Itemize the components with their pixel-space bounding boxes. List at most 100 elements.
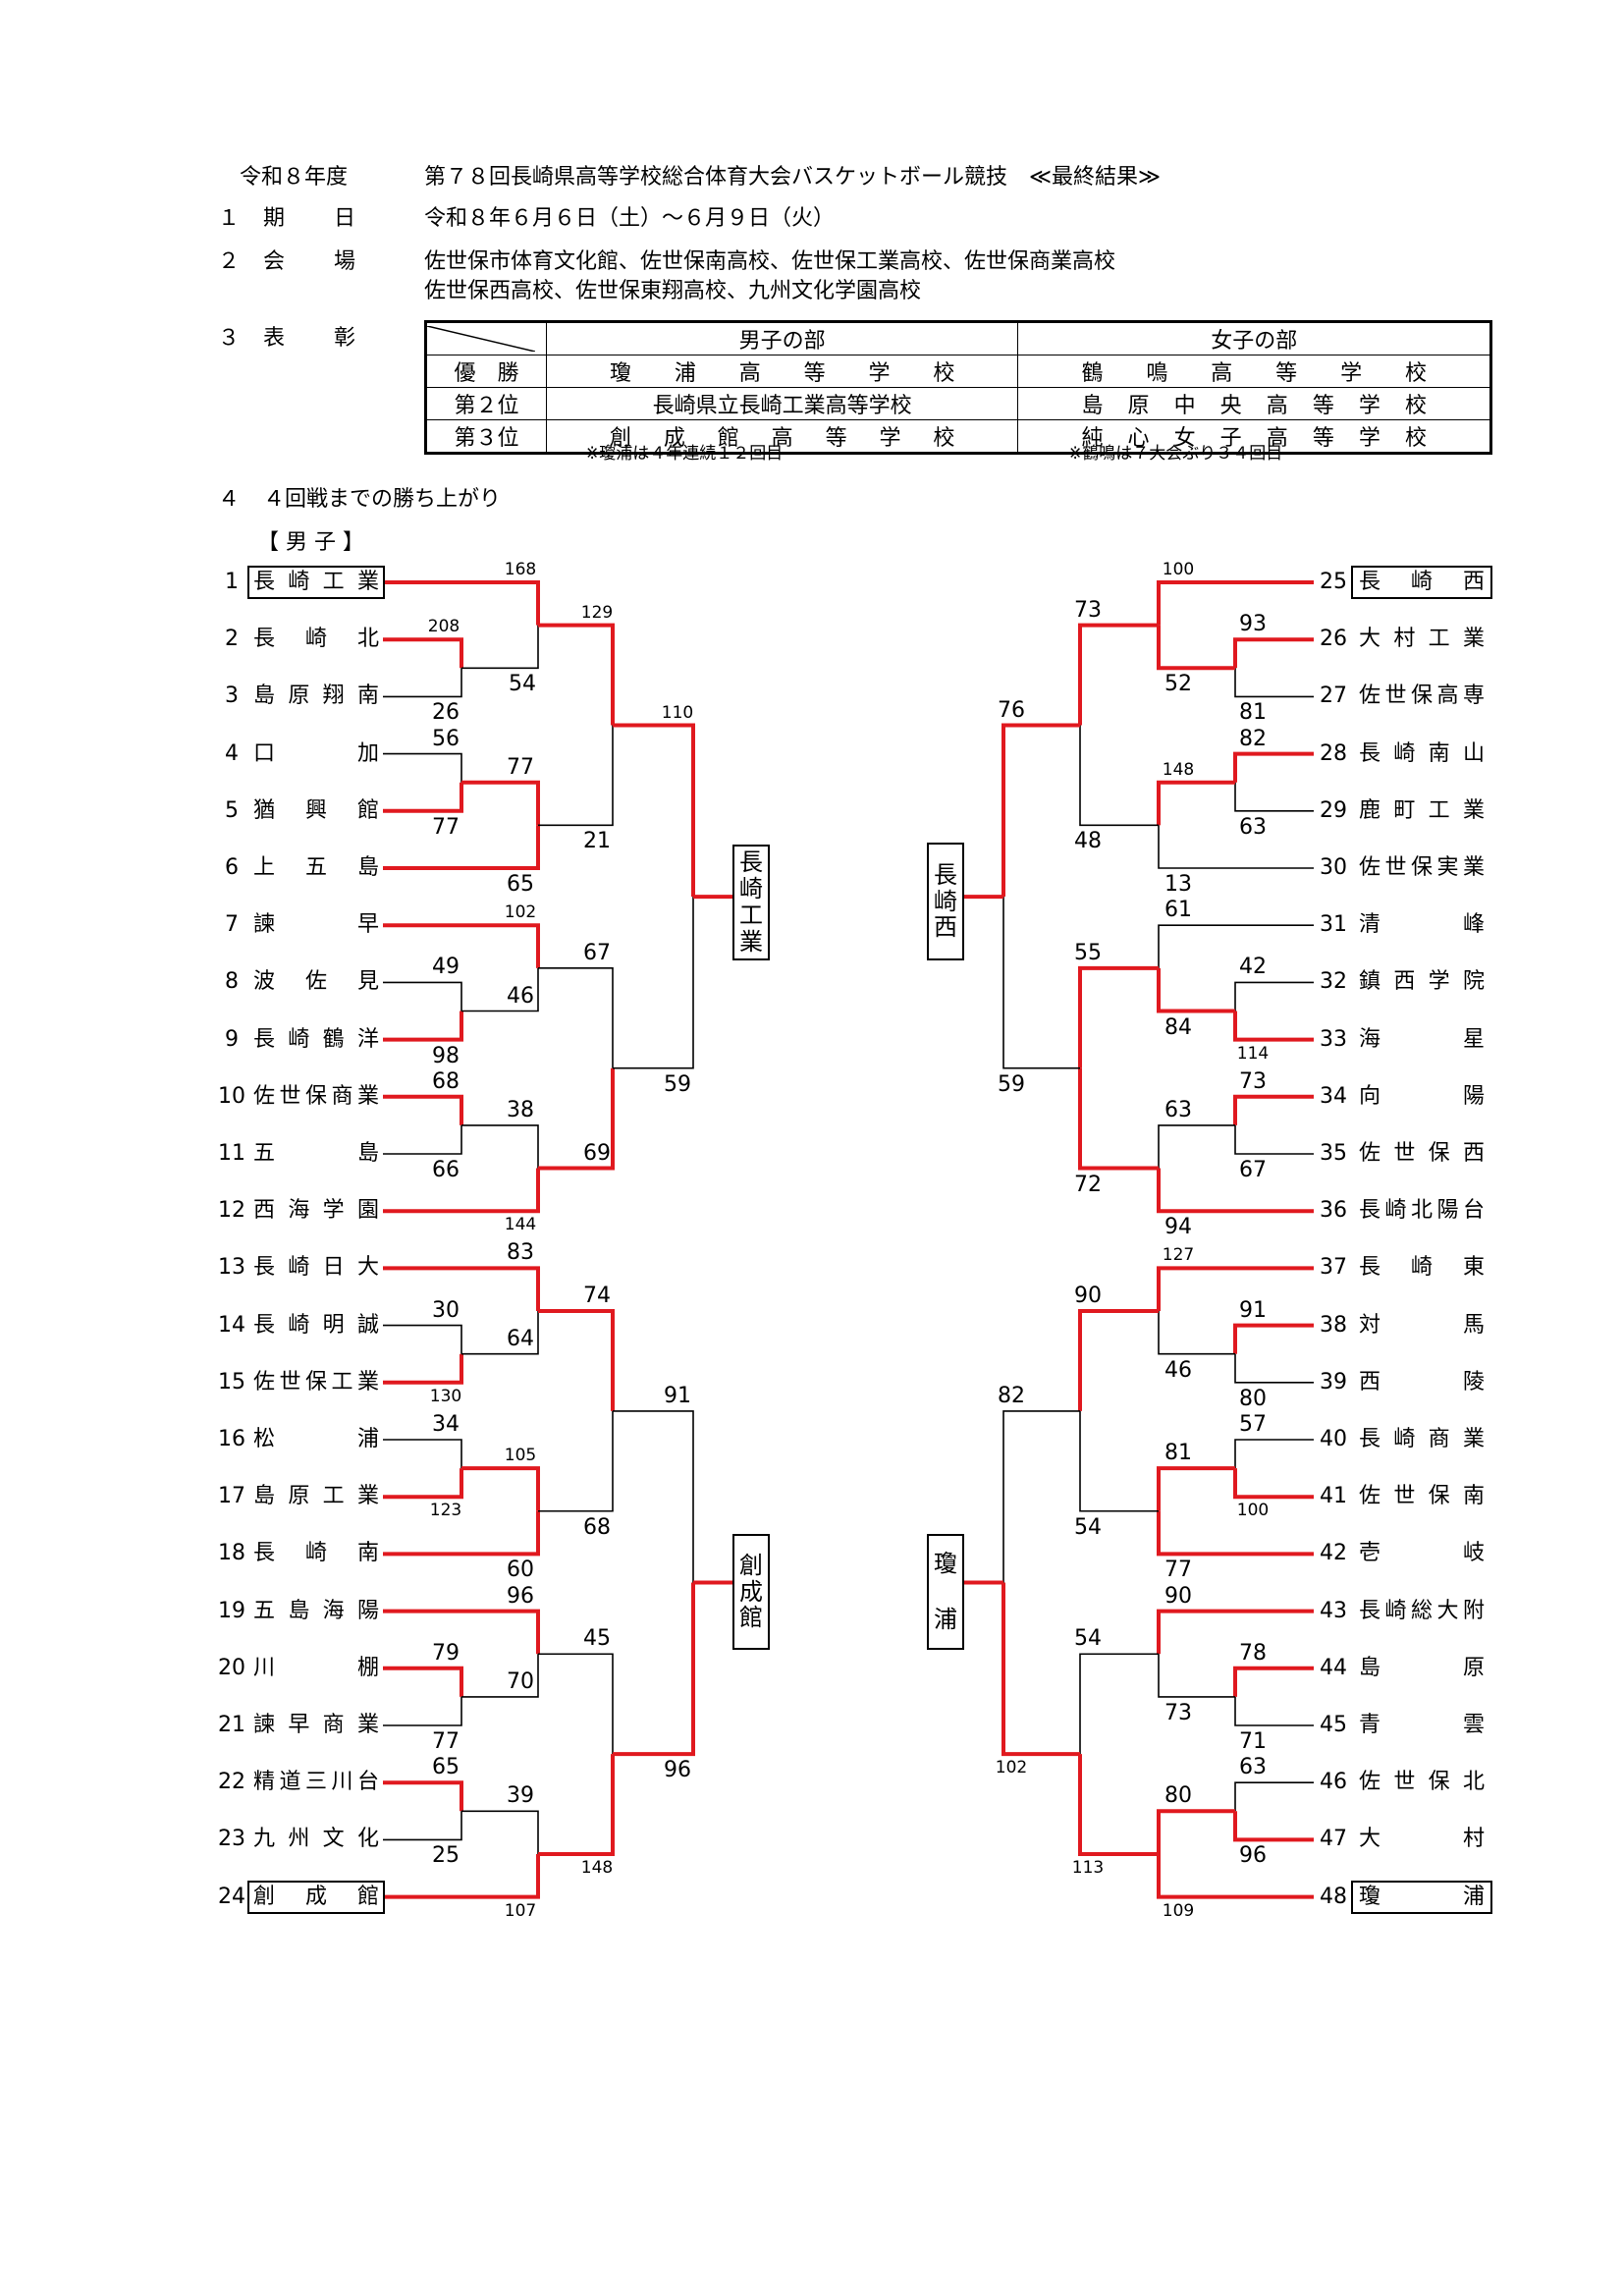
section-2-value-2: 佐世保西高校、佐世保東翔高校、九州文化学園高校: [424, 279, 922, 303]
score-L-20: 69: [583, 1140, 611, 1166]
team-name: 長崎西: [1359, 570, 1485, 594]
team-number: 32: [1320, 969, 1347, 995]
score-L-14: 46: [507, 983, 534, 1009]
team-name: 長崎工業: [253, 570, 379, 594]
score-R-20: 72: [1074, 1172, 1102, 1197]
team-name: 松浦: [253, 1427, 379, 1451]
score-R-44: 102: [995, 1758, 1028, 1778]
score-R-31: 54: [1074, 1514, 1102, 1540]
team-number: 42: [1320, 1541, 1347, 1566]
score-L-41: 25: [432, 1843, 460, 1869]
team-number: 21: [218, 1713, 245, 1737]
section-3-label: 表 彰: [263, 326, 370, 351]
score-L-10: 65: [507, 872, 534, 897]
team-name: 向陽: [1359, 1083, 1485, 1109]
team-number: 38: [1320, 1312, 1347, 1338]
team-name: 長崎鶴洋: [253, 1026, 379, 1052]
section-2-value-1: 佐世保市体育文化館、佐世保南高校、佐世保工業高校、佐世保商業高校: [424, 249, 1116, 274]
team-name: 島原工業: [253, 1484, 379, 1509]
team-name: 佐世保南: [1359, 1484, 1485, 1509]
team-name: 佐世保商業: [253, 1083, 379, 1109]
score-L-43: 107: [504, 1900, 537, 1921]
team-name: 西陵: [1359, 1369, 1485, 1394]
score-R-17: 73: [1239, 1068, 1267, 1094]
score-R-1: 100: [1162, 560, 1195, 579]
score-L-44: 96: [664, 1758, 691, 1783]
team-number: 31: [1320, 912, 1347, 938]
score-R-4: 73: [1074, 597, 1102, 623]
team-number: 29: [1320, 797, 1347, 823]
team-name: 五島: [253, 1141, 379, 1166]
team-name: 大村工業: [1359, 627, 1485, 652]
team-number: 26: [1320, 627, 1347, 652]
team-number: 3: [225, 683, 239, 709]
score-R-5: 52: [1164, 672, 1192, 697]
team-number: 7: [225, 912, 239, 938]
section-4-label: ４回戦までの勝ち上がり: [263, 487, 502, 512]
score-L-18: 38: [507, 1097, 534, 1122]
section-1-label: 期 日: [263, 206, 370, 231]
team-name: 佐世保北: [1359, 1770, 1485, 1795]
score-L-16: 67: [583, 940, 611, 965]
award-girls-1: 鶴鳴高等学校: [1017, 355, 1491, 388]
score-R-29: 81: [1164, 1441, 1192, 1466]
team-name: 大村: [1359, 1827, 1485, 1852]
team-number: 46: [1320, 1770, 1347, 1795]
score-R-28: 57: [1239, 1412, 1267, 1437]
block-winner-left-bottom: 創成館: [732, 1534, 770, 1650]
score-L-25: 64: [507, 1326, 534, 1351]
score-L-17: 68: [432, 1068, 460, 1094]
score-L-15: 98: [432, 1043, 460, 1068]
score-L-36: 79: [432, 1640, 460, 1666]
score-L-37: 70: [507, 1668, 534, 1694]
team-name: 長崎日大: [253, 1255, 379, 1281]
score-L-7: 77: [507, 754, 534, 780]
score-L-19: 66: [432, 1158, 460, 1182]
score-R-26: 80: [1239, 1386, 1267, 1411]
team-number: 39: [1320, 1369, 1347, 1394]
note-girls: ※鶴鳴は７大会ぶり３４回目: [1068, 444, 1283, 464]
score-R-11: 76: [998, 697, 1025, 723]
score-L-11: 110: [661, 702, 694, 723]
score-R-10: 13: [1164, 872, 1192, 897]
team-number: 13: [218, 1255, 245, 1281]
team-number: 15: [218, 1369, 245, 1394]
awards-corner: [425, 321, 547, 355]
team-number: 11: [218, 1141, 245, 1166]
score-L-39: 65: [432, 1755, 460, 1780]
score-L-38: 77: [432, 1729, 460, 1754]
team-name: 対馬: [1359, 1312, 1485, 1338]
team-number: 45: [1320, 1713, 1347, 1737]
team-number: 10: [218, 1083, 245, 1109]
team-number: 22: [218, 1770, 245, 1795]
score-R-18: 63: [1164, 1097, 1192, 1122]
score-L-22: 59: [664, 1071, 691, 1097]
team-number: 8: [225, 969, 239, 995]
team-name: 海星: [1359, 1026, 1485, 1052]
team-name: 長崎商業: [1359, 1427, 1485, 1451]
score-R-25: 90: [1074, 1284, 1102, 1309]
team-number: 43: [1320, 1598, 1347, 1623]
team-number: 44: [1320, 1655, 1347, 1680]
award-girls-3: 純心女子高等学校: [1017, 419, 1491, 454]
award-label-2: 第２位: [425, 387, 547, 420]
award-label-3: 第３位: [425, 419, 547, 454]
team-number: 34: [1320, 1083, 1347, 1109]
team-name: 諫早商業: [253, 1713, 379, 1737]
score-R-36: 54: [1074, 1626, 1102, 1652]
team-number: 30: [1320, 855, 1347, 880]
team-number: 19: [218, 1598, 245, 1623]
team-name: 口加: [253, 740, 379, 766]
team-number: 48: [1320, 1884, 1347, 1909]
score-L-30: 123: [429, 1501, 462, 1521]
score-R-37: 73: [1164, 1700, 1192, 1725]
block-winner-left-top: 長崎工業: [732, 845, 770, 960]
score-L-32: 60: [507, 1558, 534, 1583]
score-R-7: 148: [1162, 759, 1195, 780]
team-number: 2: [225, 627, 239, 652]
award-girls-2: 島原中央高等学校: [1017, 387, 1491, 420]
score-R-3: 81: [1239, 700, 1267, 726]
score-R-14: 55: [1074, 940, 1102, 965]
score-L-12: 102: [504, 902, 537, 923]
team-name: 佐世保実業: [1359, 855, 1485, 880]
